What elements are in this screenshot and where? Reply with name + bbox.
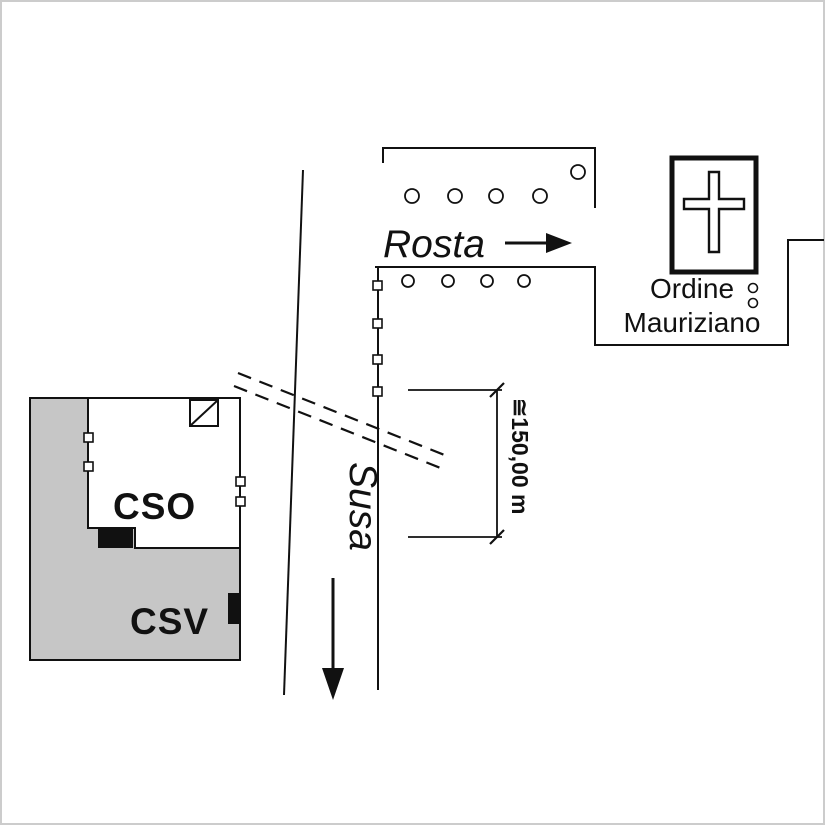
rosta-lower-boundary-line (375, 239, 824, 346)
wall-marker-column (372, 280, 383, 397)
passage-block (98, 527, 133, 548)
tree-row-upper (404, 164, 586, 204)
dimension-150m: ≅150,00 m (408, 382, 533, 545)
landmark-label-line1: Ordine (650, 273, 734, 304)
tree-icon (570, 164, 586, 180)
susa-direction-arrow (322, 578, 344, 700)
dashed-line (237, 371, 448, 458)
susa-road-label: Susa (341, 462, 384, 551)
window-marker (83, 461, 94, 472)
cso-building-label: CSO (113, 486, 196, 527)
landmark-label-line2: Mauriziano (624, 307, 761, 338)
rosta-upper-boundary-line (382, 147, 596, 208)
marker-circle (747, 297, 759, 309)
dashed-crossing-lines (233, 371, 448, 471)
arrow-head (322, 668, 344, 700)
distance-label: ≅150,00 m (507, 398, 533, 514)
window-marker (83, 432, 94, 443)
tree-icon (488, 188, 504, 204)
tree-icon (404, 188, 420, 204)
ordine-mauriziano-landmark: Ordine Mauriziano (624, 155, 761, 338)
cso-building (87, 397, 241, 549)
cross-icon (682, 170, 746, 254)
wall-marker (372, 386, 383, 397)
rosta-direction-arrow (505, 233, 572, 253)
entrance-block (228, 593, 241, 624)
tree-icon (517, 274, 531, 288)
wall-marker (372, 354, 383, 365)
tree-icon (447, 188, 463, 204)
dimension-tick (489, 529, 505, 545)
marker-circle (747, 282, 759, 294)
rosta-road-label: Rosta (383, 223, 485, 266)
window-marker (235, 496, 246, 507)
tree-icon (480, 274, 494, 288)
arrow-head (546, 233, 572, 253)
tree-row-lower (401, 274, 531, 288)
tree-icon (441, 274, 455, 288)
hatched-square-icon (189, 399, 219, 427)
window-marker (235, 476, 246, 487)
dashed-line (233, 384, 444, 471)
wall-marker (372, 318, 383, 329)
csv-building-label: CSV (130, 601, 209, 642)
dimension-tick (489, 382, 505, 398)
susa-road-edge-line (283, 169, 304, 696)
hatched-square-diagonal (189, 399, 219, 427)
tree-icon (401, 274, 415, 288)
tree-icon (532, 188, 548, 204)
wall-marker (372, 280, 383, 291)
